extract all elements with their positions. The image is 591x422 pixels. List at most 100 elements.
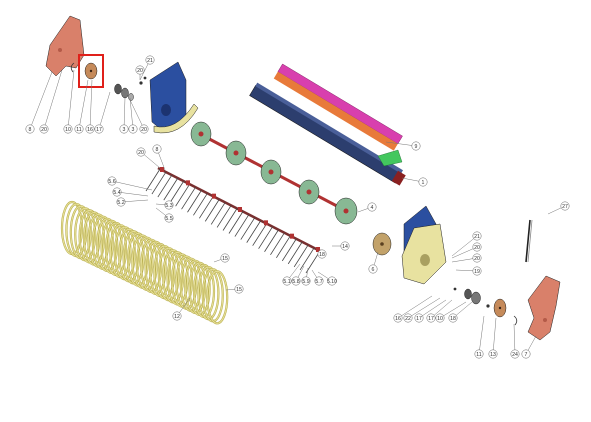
callout-bubble bbox=[220, 253, 230, 263]
tine bbox=[276, 235, 291, 259]
callout-c43: 11 bbox=[474, 315, 485, 359]
callout-leader bbox=[478, 315, 485, 355]
tine bbox=[163, 177, 179, 201]
callout-c4: 10 bbox=[63, 69, 75, 134]
callout-label: 22 bbox=[405, 316, 411, 322]
callout-c46: 7 bbox=[521, 335, 537, 359]
shaft-hub-1 bbox=[198, 131, 204, 137]
callout-c19: 5.2 bbox=[116, 197, 149, 207]
callout-c35: 20 bbox=[451, 253, 482, 263]
shaft-hub-4 bbox=[306, 189, 312, 195]
callout-c26: 5.9 bbox=[301, 267, 311, 286]
callout-c31: 12 bbox=[172, 297, 191, 321]
right-side-plate bbox=[527, 275, 561, 341]
callout-label: 11 bbox=[76, 127, 81, 133]
callout-bubble bbox=[119, 124, 129, 134]
tine bbox=[287, 241, 303, 265]
callout-bubble bbox=[107, 176, 117, 186]
callout-c41: 10 bbox=[435, 301, 467, 323]
callout-c6: 16 bbox=[85, 79, 95, 134]
callout-leader bbox=[129, 99, 145, 130]
right-bracket-shield bbox=[401, 223, 447, 285]
callout-label: 18 bbox=[319, 252, 325, 258]
left-clip-part bbox=[70, 62, 75, 73]
callout-c39: 17 bbox=[414, 299, 447, 323]
callout-bubble bbox=[128, 124, 138, 134]
callout-label: 5.4 bbox=[113, 190, 120, 196]
callout-c7: 17 bbox=[94, 91, 111, 134]
callout-label: 3 bbox=[123, 127, 126, 133]
callout-c44: 13 bbox=[488, 317, 498, 359]
callout-bubble bbox=[164, 200, 174, 210]
callout-label: 5.3 bbox=[165, 203, 172, 209]
callout-c32: 6 bbox=[368, 251, 379, 274]
callout-bubble bbox=[367, 202, 377, 212]
tine bbox=[210, 202, 226, 225]
callout-bubble bbox=[426, 313, 436, 323]
callout-leader bbox=[439, 301, 467, 319]
rake-bar-end-cap bbox=[391, 170, 406, 186]
rake-bar-orange-strip bbox=[273, 71, 398, 151]
callout-c37: 16 bbox=[393, 295, 433, 323]
callout-label: 21 bbox=[474, 234, 480, 240]
tine-clamp bbox=[212, 193, 216, 199]
callout-c34: 20 bbox=[451, 242, 482, 259]
callout-c1: 8 bbox=[25, 71, 53, 134]
callout-c25: 5.8 bbox=[291, 265, 305, 286]
rake-bar-pink-strip bbox=[277, 63, 403, 145]
callout-bubble bbox=[411, 141, 421, 151]
tine bbox=[216, 205, 232, 228]
tine-clamp bbox=[316, 247, 320, 252]
callout-c42: 18 bbox=[448, 301, 473, 323]
left-bearing-disc-bore bbox=[89, 69, 93, 73]
callout-bubble bbox=[488, 349, 498, 359]
callout-label: 20 bbox=[137, 68, 143, 74]
callout-bubble bbox=[39, 124, 49, 134]
callout-label: 20 bbox=[474, 256, 480, 262]
callout-c15: 20 bbox=[136, 147, 161, 169]
callout-c30: 15 bbox=[225, 284, 244, 294]
tine bbox=[193, 193, 208, 216]
right-pin-tool-shadow bbox=[527, 219, 533, 263]
callout-c13: 1 bbox=[401, 177, 428, 187]
callout-bubble bbox=[472, 242, 482, 252]
callout-c8: 20 bbox=[39, 69, 63, 134]
callout-label: 17 bbox=[96, 127, 102, 133]
shaft-hub-5 bbox=[343, 208, 349, 214]
callout-bubble bbox=[234, 284, 244, 294]
right-bearing-ring-2 bbox=[471, 291, 481, 305]
callout-c18: 5.4 bbox=[112, 187, 149, 197]
callout-label: 18 bbox=[450, 316, 456, 322]
callout-label: 20 bbox=[138, 150, 144, 156]
callout-leader bbox=[43, 69, 63, 130]
callout-bubble bbox=[136, 147, 146, 157]
tine bbox=[198, 196, 214, 219]
callout-leader bbox=[430, 299, 453, 319]
callout-c10: 20 bbox=[129, 99, 149, 134]
tine bbox=[151, 171, 167, 195]
tine bbox=[234, 214, 250, 237]
callout-bubble bbox=[116, 197, 126, 207]
tine bbox=[169, 180, 185, 204]
callout-label: 5.2 bbox=[117, 200, 124, 206]
callout-c29: 15 bbox=[213, 253, 230, 263]
tine-clamp bbox=[186, 180, 190, 186]
callout-label: 19 bbox=[474, 269, 480, 275]
tine bbox=[281, 238, 297, 262]
callout-bubble bbox=[317, 249, 327, 259]
callout-bubble bbox=[94, 124, 104, 134]
callout-label: 5.6 bbox=[108, 179, 115, 185]
callout-bubble bbox=[435, 313, 445, 323]
callout-label: 5.9 bbox=[302, 279, 309, 285]
right-clip-part bbox=[513, 315, 518, 326]
callout-bubble bbox=[152, 144, 162, 154]
callout-label: 4 bbox=[371, 205, 374, 211]
callout-label: 20 bbox=[141, 127, 147, 133]
callout-label: 16 bbox=[395, 316, 401, 322]
callout-label: 17 bbox=[428, 316, 434, 322]
callout-c14: 4 bbox=[357, 202, 377, 213]
callout-bubble bbox=[368, 264, 378, 274]
callout-label: 1 bbox=[422, 180, 425, 186]
callout-bubble bbox=[145, 55, 155, 65]
